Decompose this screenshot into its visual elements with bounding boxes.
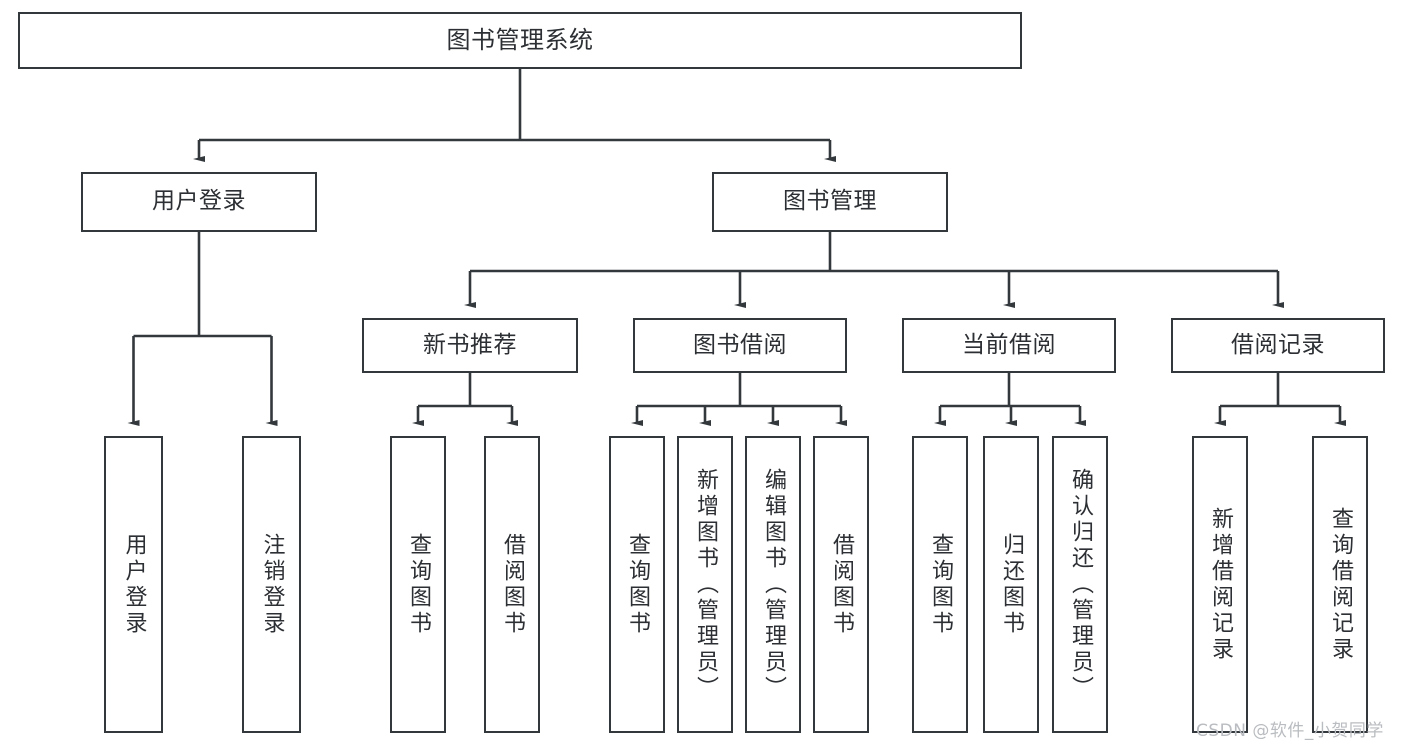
- node-label: 借阅记录: [1231, 331, 1325, 358]
- node-borrow-add-book[interactable]: 新增图书（管理员）: [677, 436, 733, 733]
- node-current-query-book[interactable]: 查询图书: [912, 436, 968, 733]
- node-book-management[interactable]: 图书管理: [712, 172, 948, 232]
- node-records-query[interactable]: 查询借阅记录: [1312, 436, 1368, 733]
- node-label: 当前借阅: [962, 331, 1056, 358]
- node-label: 新增图书（管理员）: [693, 467, 718, 702]
- node-label: 查询图书: [928, 532, 953, 637]
- node-recommend-borrow-book[interactable]: 借阅图书: [484, 436, 540, 733]
- node-label: 查询图书: [625, 532, 650, 637]
- node-label: 用户登录: [152, 188, 246, 215]
- node-label: 借阅图书: [500, 532, 525, 637]
- node-label: 编辑图书（管理员）: [761, 467, 786, 702]
- node-recommend-query-book[interactable]: 查询图书: [390, 436, 446, 733]
- node-current-borrow[interactable]: 当前借阅: [902, 318, 1116, 373]
- node-label: 图书管理系统: [446, 26, 594, 55]
- node-label: 图书借阅: [693, 331, 787, 358]
- node-borrow-query-book[interactable]: 查询图书: [609, 436, 665, 733]
- node-label: 查询图书: [406, 532, 431, 637]
- node-records-add[interactable]: 新增借阅记录: [1192, 436, 1248, 733]
- node-borrow-records[interactable]: 借阅记录: [1171, 318, 1385, 373]
- node-current-return-book[interactable]: 归还图书: [983, 436, 1039, 733]
- node-leaf-user-login[interactable]: 用户登录: [104, 436, 163, 733]
- node-current-confirm-return[interactable]: 确认归还（管理员）: [1052, 436, 1108, 733]
- node-label: 归还图书: [999, 532, 1024, 637]
- node-root[interactable]: 图书管理系统: [18, 12, 1022, 69]
- node-label: 查询借阅记录: [1328, 506, 1353, 663]
- node-new-book-recommend[interactable]: 新书推荐: [362, 318, 578, 373]
- watermark: CSDN @软件_小贺同学: [1196, 721, 1384, 741]
- node-label: 确认归还（管理员）: [1068, 467, 1093, 702]
- node-borrow-edit-book[interactable]: 编辑图书（管理员）: [745, 436, 801, 733]
- node-label: 注销登录: [259, 532, 285, 637]
- node-label: 用户登录: [121, 532, 147, 637]
- node-leaf-user-logout[interactable]: 注销登录: [242, 436, 301, 733]
- node-label: 借阅图书: [829, 532, 854, 637]
- node-book-borrow[interactable]: 图书借阅: [633, 318, 847, 373]
- node-label: 新书推荐: [423, 331, 517, 358]
- node-label: 图书管理: [783, 188, 877, 215]
- node-user-login[interactable]: 用户登录: [81, 172, 317, 232]
- node-label: 新增借阅记录: [1208, 506, 1233, 663]
- node-borrow-borrow-book[interactable]: 借阅图书: [813, 436, 869, 733]
